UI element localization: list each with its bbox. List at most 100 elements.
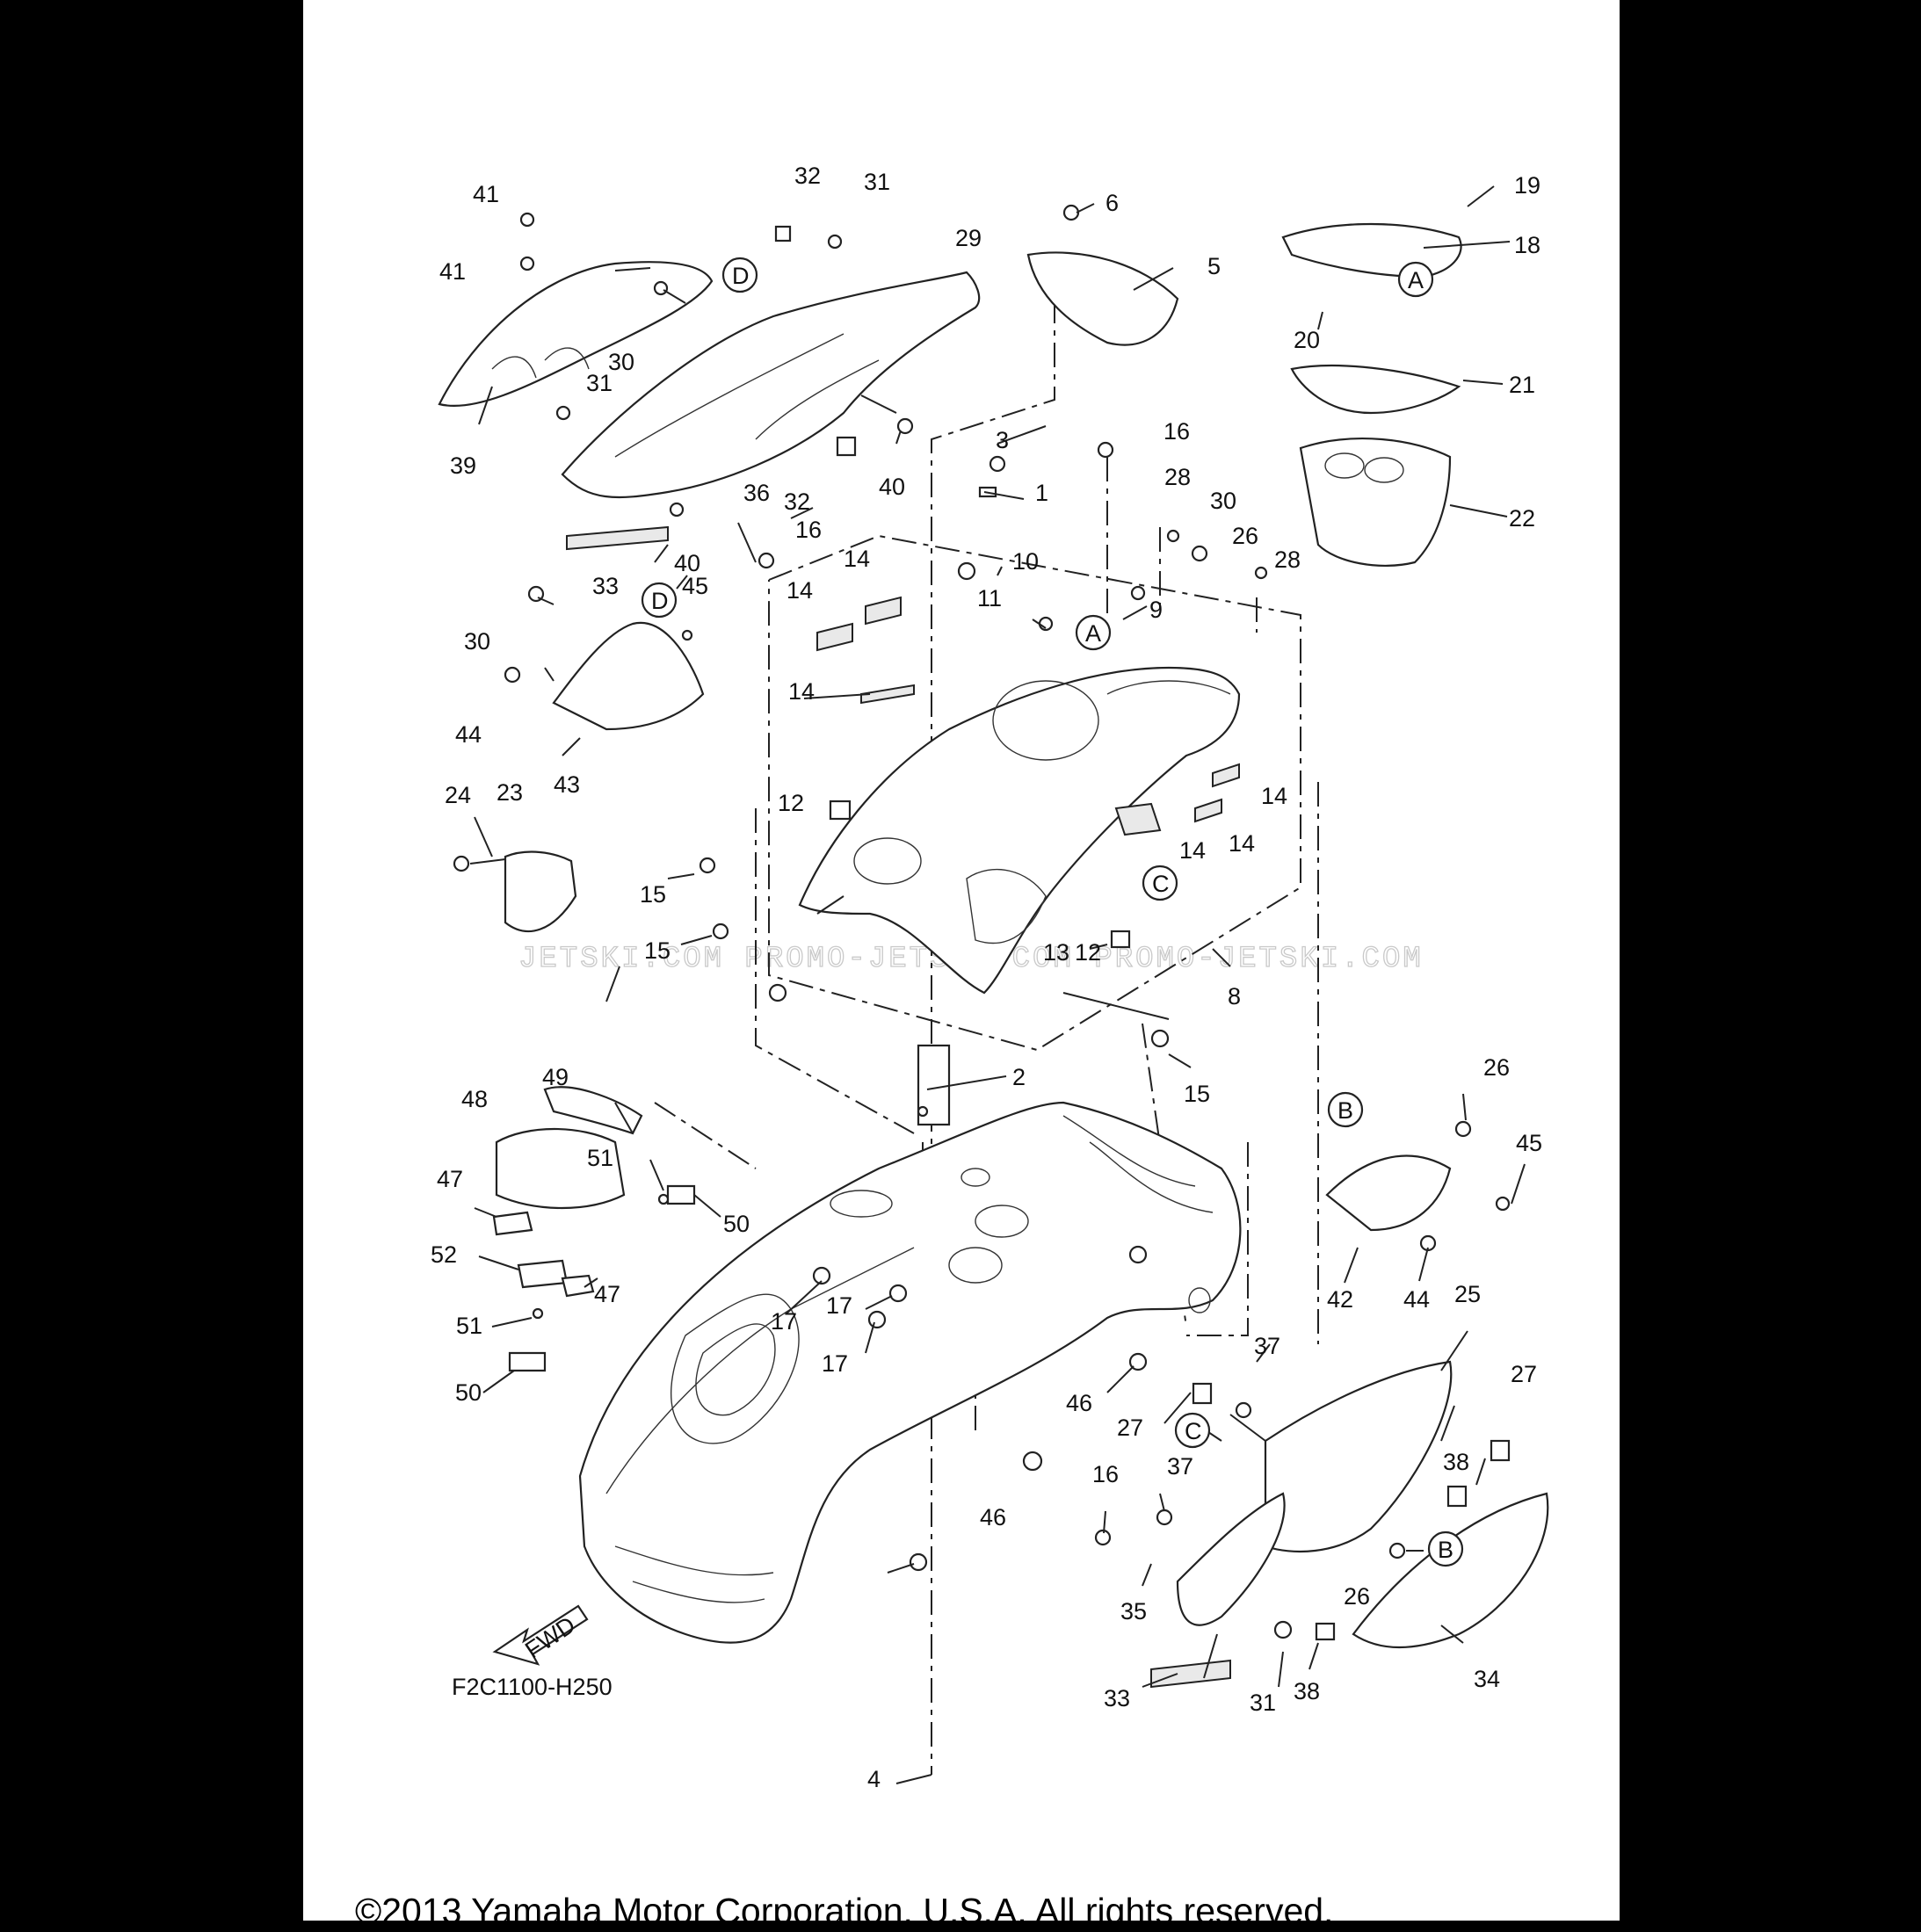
- side-cover-rear-left: [438, 261, 714, 408]
- bracket-49: [543, 1086, 643, 1135]
- seal-21: [1290, 364, 1461, 415]
- band-47: [492, 1211, 533, 1236]
- callout-44-right: 44: [1403, 1286, 1430, 1313]
- callout-39: 39: [450, 452, 476, 479]
- callout-12-left: 12: [778, 790, 804, 816]
- callout-20: 20: [1294, 327, 1320, 353]
- leader-lines: [469, 185, 1526, 1784]
- callout-23: 23: [497, 779, 523, 806]
- callout-52: 52: [431, 1241, 457, 1268]
- side-cover-right-25: [1264, 1360, 1453, 1553]
- callout-29: 29: [955, 225, 982, 251]
- callout-51-top: 51: [587, 1145, 613, 1171]
- callout-14-f: 14: [1179, 837, 1206, 864]
- callout-17-c: 17: [822, 1350, 848, 1377]
- strip-33-left: [566, 525, 669, 551]
- callout-46-left: 46: [1066, 1390, 1092, 1416]
- ref-marker-a-top: [1397, 261, 1434, 298]
- callout-51-bottom: 51: [456, 1313, 482, 1339]
- cover-23: [504, 850, 577, 933]
- callout-47-left: 47: [437, 1166, 463, 1192]
- callout-41-top: 41: [473, 181, 499, 207]
- strip-33-right: [1150, 1659, 1231, 1689]
- strips: [566, 525, 1240, 1689]
- ref-markers: D D A A C C B B: [641, 257, 1464, 1567]
- callout-40-left: 40: [674, 550, 700, 576]
- callout-27-center: 27: [1117, 1415, 1143, 1441]
- callout-26-right: 26: [1483, 1054, 1510, 1081]
- hull-deck: [578, 1101, 1242, 1644]
- fasteners: [453, 204, 1511, 1641]
- callout-47-right: 47: [594, 1281, 620, 1307]
- cover-18: [1281, 222, 1462, 279]
- callout-50-left: 50: [455, 1379, 482, 1406]
- callout-21: 21: [1509, 372, 1535, 398]
- callout-numbers: 1 2 3 4 5 6 8 9 10 11 12 12 13 14 14 14 …: [431, 163, 1542, 1792]
- callout-35: 35: [1120, 1598, 1147, 1624]
- callout-33-left: 33: [592, 573, 619, 599]
- callout-15-b: 15: [644, 937, 671, 964]
- callout-46-bottom: 46: [980, 1504, 1006, 1530]
- pad-48: [495, 1127, 626, 1210]
- callout-9: 9: [1149, 597, 1163, 623]
- ref-label-d-left: D: [651, 588, 669, 614]
- callout-17-a: 17: [771, 1308, 797, 1335]
- ref-label-c-center: C: [1152, 871, 1170, 897]
- callout-32-mid: 32: [784, 488, 810, 515]
- cover-5: [1026, 251, 1179, 346]
- ref-marker-c-right: [1174, 1412, 1211, 1449]
- callout-16-top: 16: [1163, 418, 1190, 445]
- band-52: [517, 1259, 569, 1289]
- callout-26-top: 26: [1232, 523, 1258, 549]
- callout-18: 18: [1514, 232, 1540, 258]
- ref-marker-c-center: [1142, 865, 1178, 901]
- callout-15-c: 15: [1184, 1081, 1210, 1107]
- callout-30-top: 30: [1210, 488, 1236, 514]
- callout-5: 5: [1207, 253, 1221, 279]
- callout-25: 25: [1454, 1281, 1481, 1307]
- callout-1: 1: [1035, 480, 1048, 506]
- ref-label-d-top: D: [732, 263, 750, 289]
- callout-14-d: 14: [1261, 783, 1287, 809]
- ref-label-b-bottom: B: [1438, 1537, 1453, 1563]
- callout-28-a: 28: [1164, 464, 1191, 490]
- callout-17-b: 17: [826, 1292, 852, 1319]
- callout-38-right: 38: [1443, 1449, 1469, 1475]
- callout-30-mid: 30: [608, 349, 634, 375]
- callout-3: 3: [996, 427, 1009, 453]
- callout-16-right: 16: [1092, 1461, 1119, 1487]
- callout-37-top: 37: [1254, 1333, 1280, 1359]
- callout-19: 19: [1514, 172, 1540, 199]
- callout-14-c: 14: [788, 678, 815, 705]
- callout-43: 43: [554, 771, 580, 798]
- callout-33-right: 33: [1104, 1685, 1130, 1711]
- callout-12-right: 12: [1075, 939, 1101, 966]
- copyright-notice: ©2013 Yamaha Motor Corporation, U.S.A. A…: [355, 1891, 1334, 1931]
- clip-50b: [508, 1351, 547, 1372]
- callout-31-top: 31: [864, 169, 890, 195]
- fwd-arrow-icon: FWD: [492, 1604, 589, 1666]
- ref-label-c-right: C: [1185, 1418, 1202, 1444]
- ref-marker-a-center: [1075, 614, 1112, 651]
- callout-32-top: 32: [794, 163, 821, 189]
- callout-49: 49: [542, 1064, 569, 1090]
- callout-16-left: 16: [795, 517, 822, 543]
- callout-48: 48: [461, 1086, 488, 1112]
- callout-14-a: 14: [844, 546, 870, 572]
- hatch-frame: [798, 666, 1241, 995]
- callout-15-a: 15: [640, 881, 666, 908]
- band-47b: [561, 1274, 595, 1298]
- callout-13: 13: [1043, 939, 1069, 966]
- rear-parts-left: [492, 850, 696, 1372]
- callout-30-left: 30: [464, 628, 490, 655]
- diagram-code: F2C1100-H250: [452, 1674, 613, 1700]
- top-cover-left: [561, 271, 981, 499]
- callout-42: 42: [1327, 1286, 1353, 1313]
- cup-holder-22: [1299, 438, 1452, 568]
- callout-4: 4: [867, 1766, 881, 1792]
- callout-40-right: 40: [879, 474, 905, 500]
- callout-8: 8: [1228, 983, 1241, 1009]
- callout-27-right: 27: [1511, 1361, 1537, 1387]
- ref-marker-d-top: [721, 257, 758, 293]
- ref-marker-d-left: [641, 582, 678, 619]
